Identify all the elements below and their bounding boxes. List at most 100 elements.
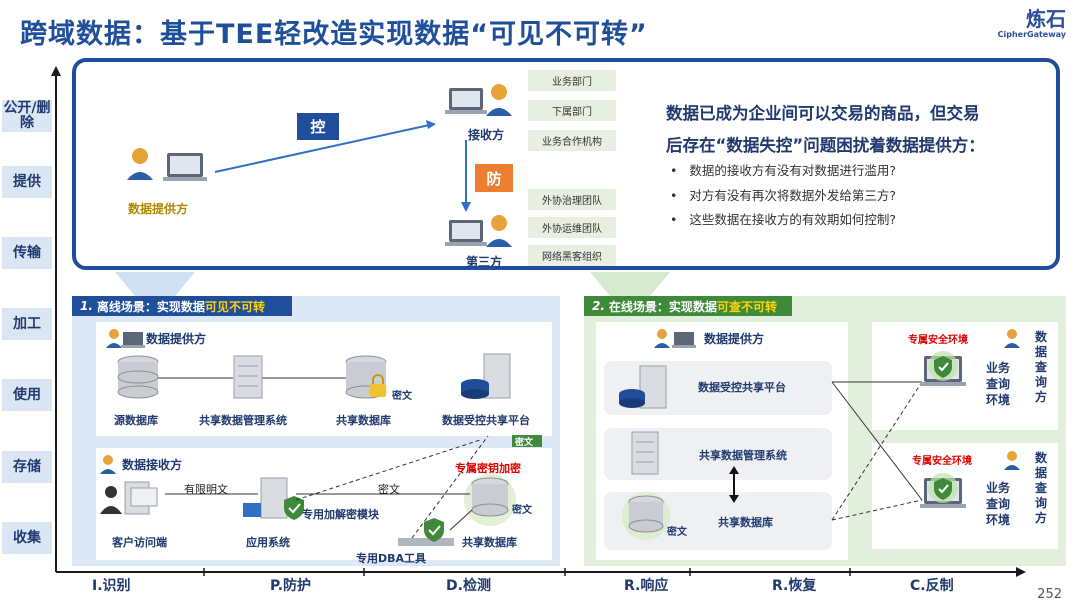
bullet-2: 对方有没有再次将数据外发给第三方?	[670, 185, 896, 204]
stage-disclose: 公开/删除	[2, 100, 52, 132]
offline-provider-box	[96, 322, 552, 436]
receiver-person-icon	[486, 84, 512, 116]
online-funnel	[590, 272, 670, 296]
stage-store: 存储	[2, 451, 52, 483]
receiver-laptop-icon	[445, 88, 487, 114]
offline-receiver-title-icon	[100, 455, 116, 474]
source-db-icon	[117, 355, 159, 399]
x-axis-ticks	[203, 568, 851, 576]
app-system-label: 应用系统	[246, 536, 290, 549]
online-shared-db-label: 共享数据库	[718, 516, 773, 529]
platform-label: 数据受控共享平台	[442, 414, 530, 427]
offline-scene-header: 1. 离线场景：实现数据 可见不可转	[72, 296, 292, 316]
headline-line-1: 数据已成为企业间可以交易的商品，但交易	[666, 104, 980, 123]
online-head-num: 2.	[592, 299, 605, 313]
source-db-label: 源数据库	[114, 414, 158, 427]
offline-funnel	[115, 272, 195, 296]
client-terminal-icon	[100, 481, 158, 515]
offline-receiver-title: 数据接收方	[122, 458, 183, 472]
phase-detect: D.检测	[446, 578, 491, 594]
logo-mark: 炼石	[1026, 7, 1066, 31]
dba-tool-icon	[398, 518, 454, 546]
transfer-arrow	[214, 123, 435, 173]
online-platform-label: 数据受控共享平台	[698, 381, 786, 394]
online-db-icon	[622, 492, 670, 540]
crypto-module-label: 专用加解密模块	[302, 508, 379, 521]
query-env-text-2: 业务查询环境	[985, 481, 1010, 527]
phase-protect: P.防护	[270, 578, 312, 594]
secure-env-laptop-icon-2	[920, 473, 966, 508]
client-label: 客户访问端	[112, 536, 167, 549]
receiver-label: 接收方	[468, 128, 505, 142]
company-logo: 炼石 CipherGateway	[998, 8, 1066, 39]
offline-head-text: 离线场景：实现数据	[96, 299, 205, 314]
phase-identify: I.识别	[92, 578, 131, 594]
page-number: 252	[1037, 587, 1062, 602]
cipher-badge: 密文	[515, 438, 534, 448]
provider-cipher-label: 密文	[392, 391, 412, 402]
y-axis-arrow-icon	[51, 66, 61, 76]
online-scene-header: 2. 在线场景：实现数据 可查不可转	[584, 296, 792, 316]
sync-arrow-up-icon	[729, 466, 739, 474]
provider-laptop-icon	[163, 153, 207, 181]
bullet-3: 这些数据在接收方的有效期如何控制?	[670, 209, 896, 228]
defend-tag: 防	[486, 169, 502, 188]
chip-partner: 业务合作机构	[528, 130, 616, 151]
stage-use: 使用	[2, 379, 52, 411]
shared-db-label: 共享数据库	[336, 414, 391, 427]
control-tag: 控	[310, 118, 326, 136]
online-provider-title: 数据提供方	[704, 332, 765, 346]
online-cipher-label: 密文	[667, 527, 687, 538]
query-party-icon-2	[1004, 451, 1020, 470]
mgmt-system-label: 共享数据管理系统	[199, 414, 287, 427]
mgmt-server-icon	[233, 355, 263, 399]
page-title: 跨域数据：基于TEE轻改造实现数据“可见不可转”	[20, 19, 648, 50]
phase-recover: R.恢复	[772, 578, 817, 594]
secure-env-label-2: 专属安全环境	[912, 456, 972, 467]
online-platform-icon	[619, 365, 667, 409]
receiver-cipher-label: 密文	[512, 505, 532, 516]
limited-plaintext-label: 有限明文	[184, 483, 228, 496]
defend-tag-bg	[475, 164, 513, 192]
secure-env-laptop-icon-1	[920, 351, 966, 386]
offline-provider-title: 数据提供方	[146, 332, 207, 346]
headline-line-2: 后存在“数据失控”问题困扰着数据提供方：	[666, 136, 985, 155]
online-head-text: 在线场景：实现数据	[608, 299, 717, 314]
chip-business-dept: 业务部门	[528, 70, 616, 91]
control-tag-bg	[297, 113, 339, 140]
transfer-arrow-head-icon	[426, 120, 436, 129]
top-panel-graphics	[115, 84, 670, 296]
chip-subsidiary: 下属部门	[528, 100, 616, 121]
x-axis-arrow-icon	[1016, 567, 1026, 577]
provider-person-icon	[127, 148, 153, 180]
stage-collect: 收集	[2, 522, 52, 554]
bullet-1: 数据的接收方有没有对数据进行滥用?	[670, 160, 896, 179]
online-mgmt-server-icon	[631, 431, 659, 475]
receiver-db-label: 共享数据库	[462, 536, 517, 549]
receiver-db-icon	[464, 474, 516, 526]
third-party-laptop-icon	[445, 220, 487, 246]
offline-head-num: 1.	[80, 299, 93, 313]
query-party-label-2: 数据查询方	[1034, 451, 1047, 525]
phase-respond: R.响应	[624, 578, 669, 594]
third-party-person-icon	[486, 215, 512, 247]
stage-process: 加工	[2, 308, 52, 340]
phase-counter: C.反制	[910, 578, 954, 594]
shared-db-lock-icon	[345, 355, 387, 399]
stage-transfer: 传输	[2, 237, 52, 269]
online-provider-title-icon	[654, 329, 696, 348]
offline-head-highlight: 可见不可转	[204, 299, 265, 314]
secure-env-label-1: 专属安全环境	[908, 335, 968, 346]
leak-arrow-head-icon	[461, 202, 471, 212]
query-party-icon-1	[1004, 329, 1020, 348]
controlled-platform-icon	[461, 353, 511, 399]
app-server-icon	[243, 477, 304, 520]
stage-provide: 提供	[2, 166, 52, 198]
chip-outsourced-ops: 外协运维团队	[528, 217, 616, 238]
query-party-label-1: 数据查询方	[1034, 330, 1047, 404]
sync-arrow-down-icon	[729, 495, 739, 503]
dba-tool-label: 专用DBA工具	[356, 552, 427, 565]
